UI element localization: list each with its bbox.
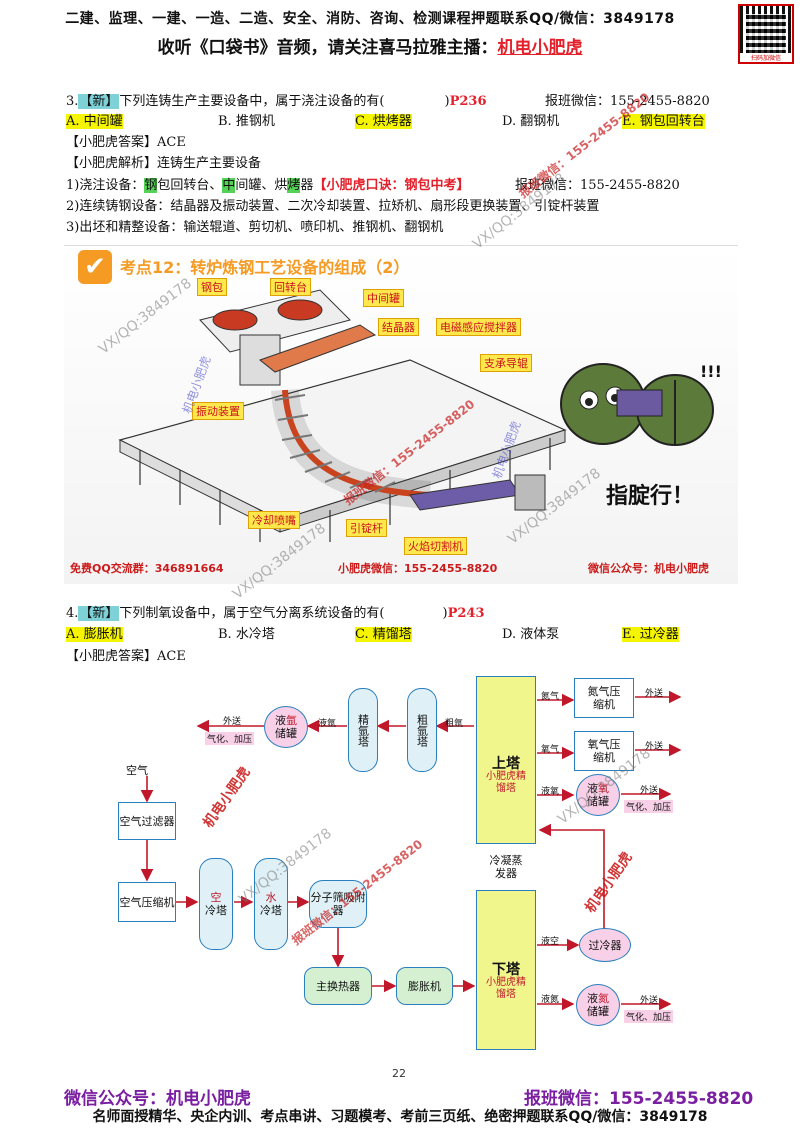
edge-lox-vapor: 气化、加压 [624, 800, 674, 813]
q3-option-b: B. 推钢机 [218, 114, 275, 129]
liquid-oxygen-tank-node: 液氧储罐 [576, 774, 620, 816]
label-emstirrer: 电磁感应搅拌器 [436, 318, 521, 336]
edge-oxygen-out: 外送 [645, 742, 664, 752]
q3-analysis-contact: 报班微信：155-2455-8820 [515, 178, 680, 193]
air-input-label: 空气 [126, 764, 148, 777]
edge-lox-out: 外送 [640, 786, 659, 796]
edge-nitrogen: 氮气 [541, 692, 560, 702]
lower-tower-label: 下塔小肥虎精馏塔 [486, 961, 526, 1000]
air-filter-node: 空气过滤器 [118, 802, 176, 840]
figure-footer-wechat: 小肥虎微信：155-2455-8820 [338, 562, 498, 575]
edge-argon-vapor: 气化、加压 [205, 732, 255, 745]
q3-answer: 【小肥虎答案】ACE [66, 135, 186, 150]
label-oscillator: 振动装置 [192, 402, 244, 420]
edge-oxygen: 氧气 [541, 745, 560, 755]
edge-liquid-argon: 液氩 [318, 719, 337, 729]
q4-stem-line: 4.【新】下列制氧设备中，属于空气分离系统设备的有()P243 [66, 606, 485, 621]
edge-lin-out: 外送 [640, 996, 659, 1006]
edge-nitrogen-out: 外送 [645, 689, 664, 699]
q3-option-d: D. 翻钢机 [502, 114, 560, 129]
q4-option-a: A. 膨胀机 [66, 627, 123, 642]
q3-page-ref: P236 [449, 94, 487, 109]
fine-argon-tower-node: 精氩塔 [348, 688, 378, 772]
label-turret: 回转台 [270, 278, 311, 296]
label-tundish: 中间罐 [363, 289, 404, 307]
main-heat-exchanger-node: 主换热器 [304, 967, 372, 1005]
qr-code-image: 扫码加微信 [738, 4, 794, 64]
oxygen-compressor-node: 氧气压缩机 [574, 731, 634, 771]
figure-title: 考点12：转炉炼钢工艺设备的组成（2） [120, 258, 410, 277]
label-torch-cutter: 火焰切割机 [404, 537, 467, 555]
footer-bottom-line: 名师面授精华、央企内训、考点串讲、习题模考、考前三页纸、绝密押题联系QQ/微信：… [92, 1109, 708, 1125]
caster-machine-illustration [118, 289, 567, 542]
subcooler-node: 过冷器 [579, 928, 631, 962]
sticker-exclaim: !!! [700, 362, 722, 381]
q3-stem-line: 3.【新】下列连铸生产主要设备中，属于浇注设备的有()P236 [66, 92, 487, 112]
figure-footer-qq: 免费QQ交流群：346891664 [70, 562, 224, 575]
header-line-1: 二建、监理、一建、一造、二造、安全、消防、咨询、检测课程押题联系QQ/微信：38… [65, 11, 675, 27]
expander-node: 膨胀机 [396, 967, 453, 1005]
label-ladle: 钢包 [197, 278, 227, 296]
q3-number: 3. [66, 94, 79, 109]
q4-option-b: B. 水冷塔 [218, 627, 275, 642]
upper-tower-label: 上塔小肥虎精馏塔 [486, 755, 526, 794]
check-icon: ✔ [78, 250, 112, 284]
q3-stem-close: ) [444, 94, 450, 109]
footer-enroll: 报班微信：155-2455-8820 [524, 1089, 754, 1109]
q3-analysis-1: 1)浇注设备：钢包回转台、中间罐、烘烤器【小肥虎口诀：钢包中考】 [66, 178, 470, 193]
q4-answer: 【小肥虎答案】ACE [66, 649, 186, 664]
q3-option-c: C. 烘烤器 [355, 114, 412, 129]
footer-wechat-public: 微信公众号：机电小肥虎 [64, 1089, 251, 1109]
sticker-text: 指腚行！ [606, 484, 695, 509]
q3-stem: 下列连铸生产主要设备中，属于浇注设备的有( [119, 94, 385, 109]
q3-contact: 报班微信：155-2455-8820 [545, 94, 710, 109]
edge-liquid-nitrogen: 液氮 [541, 995, 560, 1005]
nitrogen-compressor-node: 氮气压缩机 [574, 678, 634, 718]
q4-option-d: D. 液体泵 [502, 627, 560, 642]
water-cooling-tower-node: 水冷塔 [254, 858, 288, 950]
qr-caption: 扫码加微信 [740, 53, 792, 62]
cartoon-sticker [560, 363, 714, 446]
edge-liquid-oxygen: 液氧 [541, 787, 560, 797]
edge-argon-out: 外送 [223, 717, 242, 727]
label-mold: 结晶器 [378, 318, 419, 336]
edge-crude-argon: 粗氩 [445, 719, 464, 729]
air-compressor-node: 空气压缩机 [118, 882, 176, 922]
q3-analysis-title: 【小肥虎解析】连铸生产主要设备 [66, 156, 262, 171]
liquid-nitrogen-tank-node: 液氮储罐 [576, 984, 620, 1026]
q3-option-e: E. 钢包回转台 [622, 114, 705, 129]
page-number: 22 [392, 1067, 406, 1080]
edge-lin-vapor: 气化、加压 [624, 1010, 674, 1023]
header-line-2: 收听《口袋书》音频，请关注喜马拉雅主播：机电小肥虎 [10, 33, 730, 58]
molecular-sieve-node: 分子筛吸附器 [309, 880, 367, 928]
q4-option-e: E. 过冷器 [622, 627, 679, 642]
q3-analysis-2: 2)连续铸钢设备：结晶器及振动装置、二次冷却装置、拉矫机、扇形段更换装置、引锭杆… [66, 199, 600, 214]
q4-option-c: C. 精馏塔 [355, 627, 412, 642]
condenser-evaporator-node: 冷凝蒸发器 [476, 843, 536, 891]
liquid-argon-tank-node: 液氩储罐 [264, 706, 308, 748]
edge-liquid-air: 液空 [541, 937, 560, 947]
air-cooling-tower-node: 空冷塔 [199, 858, 233, 950]
header-line-2-highlight: 机电小肥虎 [497, 38, 583, 58]
figure-footer-public: 微信公众号：机电小肥虎 [588, 562, 709, 575]
label-spray-nozzle: 冷却喷嘴 [248, 511, 300, 529]
q3-analysis-3: 3)出坯和精整设备：输送辊道、剪切机、喷印机、推钢机、翻钢机 [66, 220, 444, 235]
label-dummy-bar: 引锭杆 [346, 519, 387, 537]
q3-tag: 【新】 [78, 94, 120, 109]
q3-option-a: A. 中间罐 [66, 114, 123, 129]
header-line-2-prefix: 收听《口袋书》音频，请关注喜马拉雅主播： [157, 38, 498, 58]
crude-argon-tower-node: 粗氩塔 [407, 688, 437, 772]
label-support-rolls: 支承导辊 [480, 354, 532, 372]
